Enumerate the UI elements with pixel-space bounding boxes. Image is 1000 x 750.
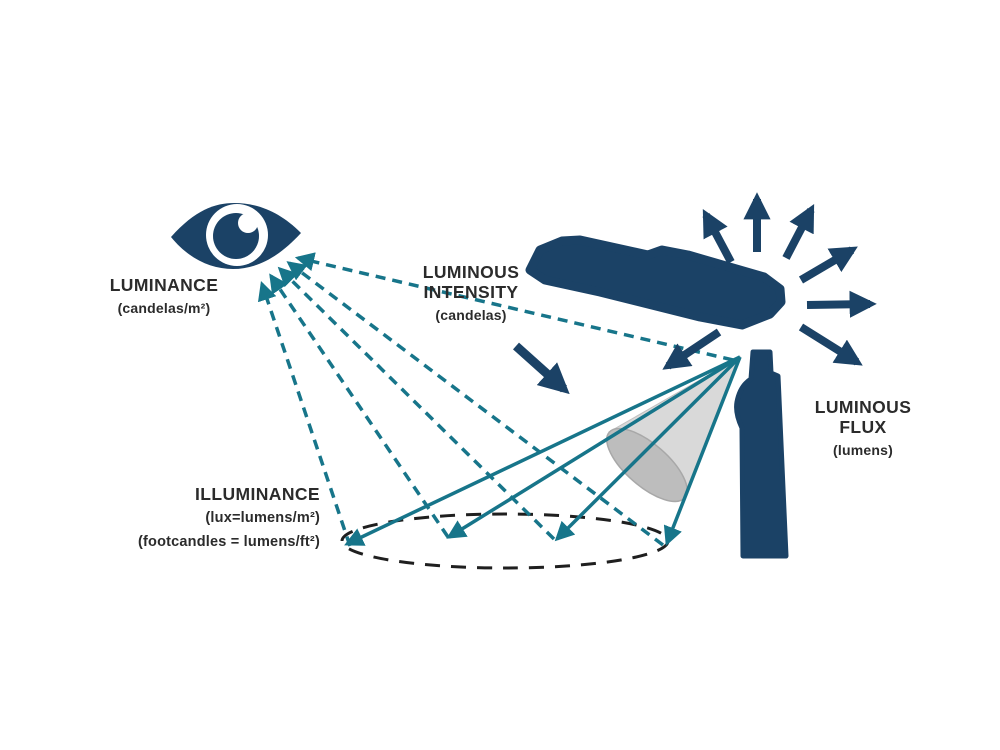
illuminance-ray-group — [344, 355, 742, 546]
dashed-ray — [269, 273, 450, 538]
flux-arrow-right — [806, 290, 877, 318]
flux-arrow-down-left — [662, 328, 722, 370]
flux-arrow-diag-right — [798, 246, 858, 284]
luminous-flux-label: LUMINOUS FLUX (lumens) — [783, 397, 943, 459]
flux-title-line2: FLUX — [839, 417, 887, 438]
lamp-head — [525, 235, 786, 330]
street-light-icon — [525, 235, 789, 559]
dashed-ray — [257, 280, 352, 547]
flux-arrow-up-right — [782, 203, 815, 260]
dashed-ray — [294, 252, 734, 362]
flux-arrow-down-right — [798, 323, 863, 366]
intensity-title-line2: INTENSITY — [423, 282, 519, 303]
solid-ray — [446, 355, 741, 539]
luminance-ray-group — [257, 252, 734, 547]
eye-highlight — [238, 213, 258, 233]
luminance-label: LUMINANCE (candelas/m²) — [84, 275, 244, 317]
luminance-title: LUMINANCE — [109, 275, 219, 295]
solid-ray — [554, 355, 742, 542]
illuminance-label: ILLUMINANCE (lux=lumens/m²) (footcandles… — [40, 484, 320, 552]
flux-unit: (lumens) — [833, 442, 893, 459]
illuminance-unit-line2: (footcandles = lumens/ft²) — [137, 533, 320, 550]
solid-ray — [344, 355, 741, 546]
flux-arrow-group — [662, 192, 877, 370]
intensity-pointer-arrow — [512, 342, 570, 395]
intensity-title-line1: LUMINOUS — [422, 262, 520, 282]
flux-arrow-up-left — [702, 208, 735, 264]
luminance-unit: (candelas/m²) — [117, 300, 211, 317]
dashed-ray — [277, 266, 556, 541]
eye-icon — [171, 203, 301, 269]
lamp-pole — [734, 349, 789, 559]
luminous-intensity-label: LUMINOUS INTENSITY (candelas) — [391, 262, 551, 324]
solid-ray — [663, 356, 742, 546]
illuminance-title: ILLUMINANCE — [195, 484, 320, 504]
illuminance-unit-line1: (lux=lumens/m²) — [205, 510, 320, 527]
intensity-unit: (candelas) — [435, 307, 507, 324]
flux-title-line1: LUMINOUS — [814, 397, 912, 417]
